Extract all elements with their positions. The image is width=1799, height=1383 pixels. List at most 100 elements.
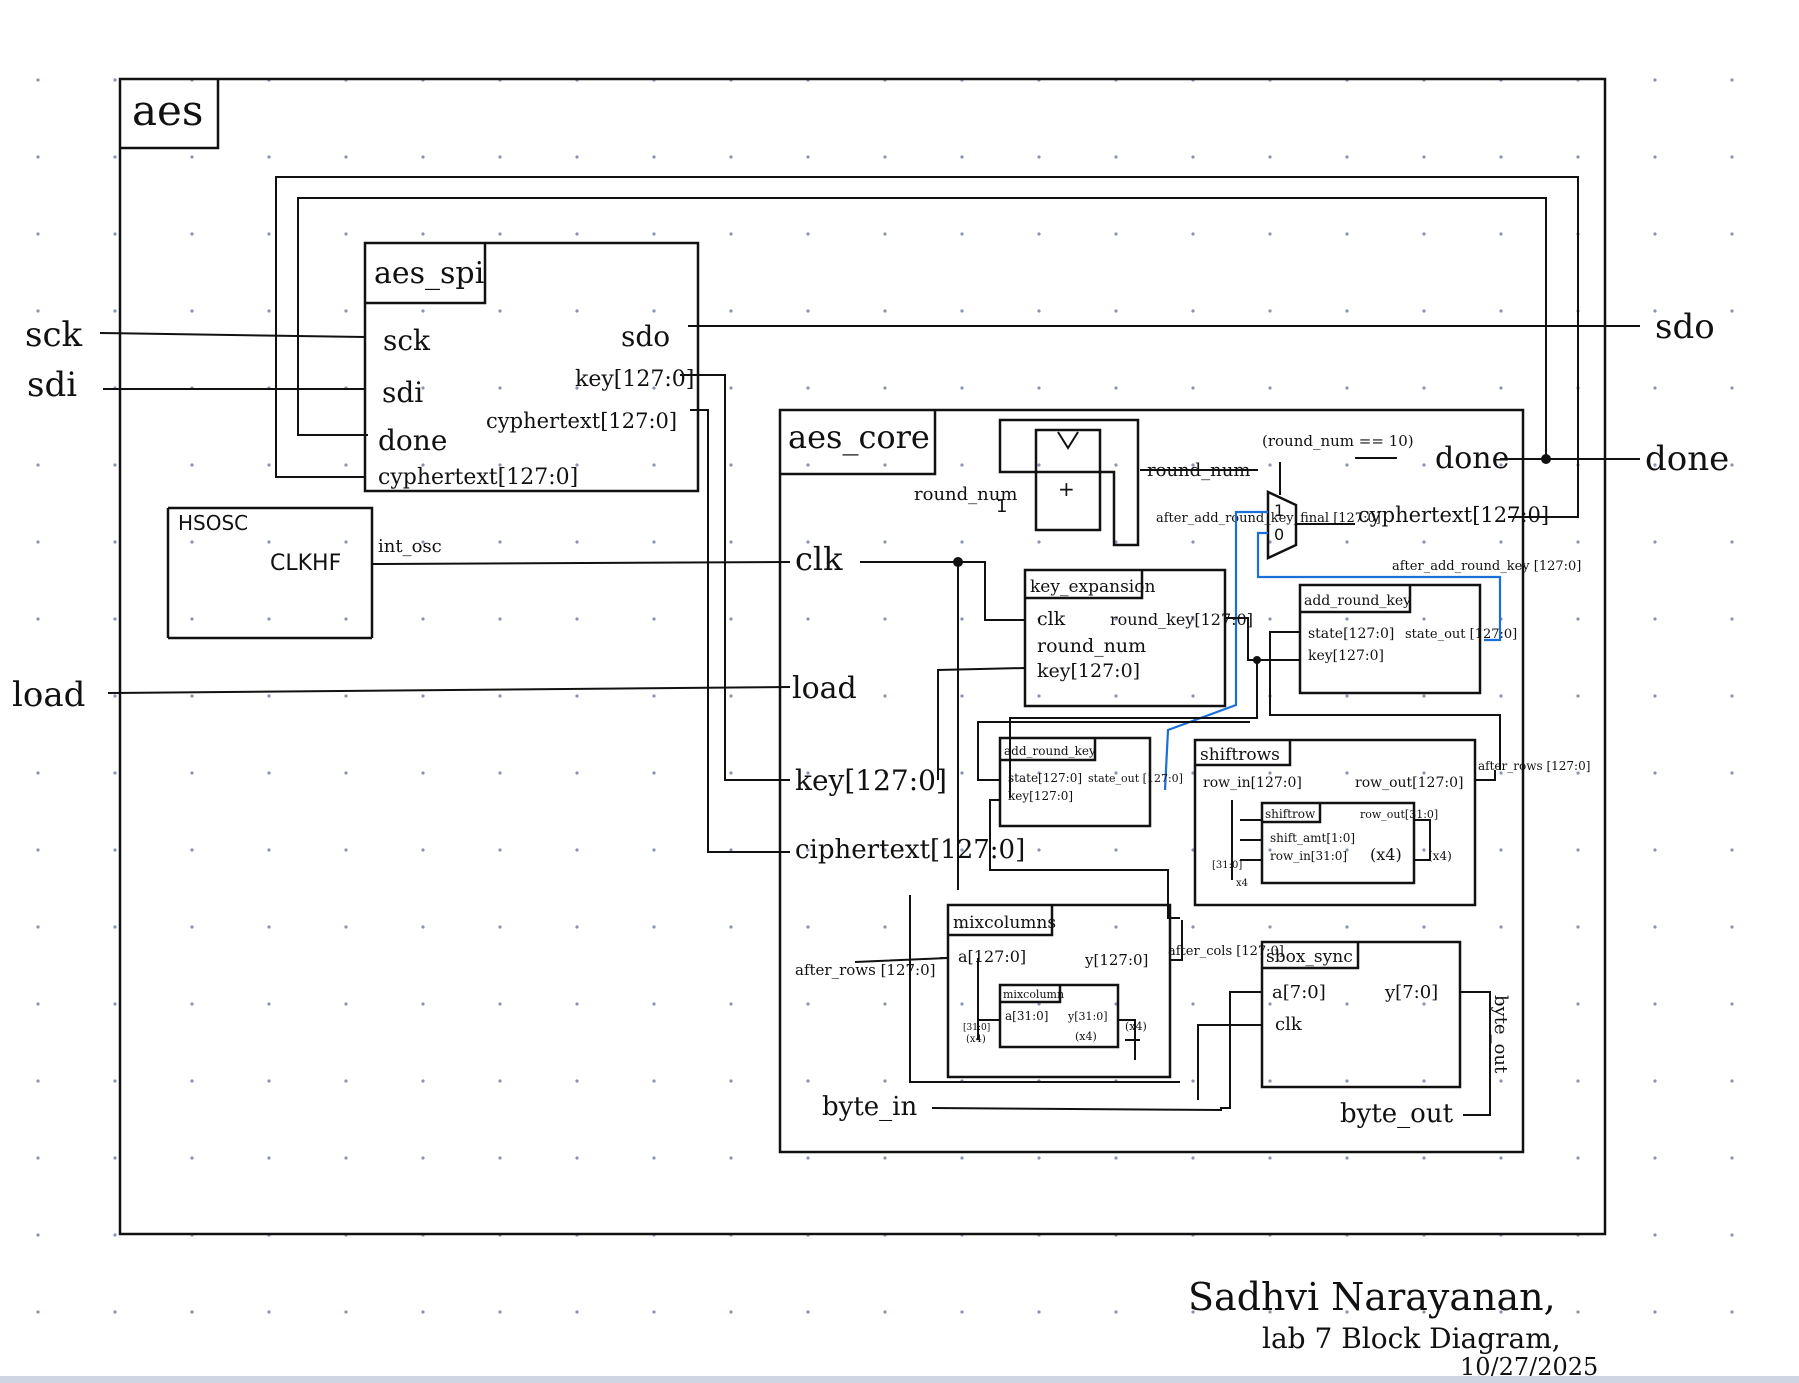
grid-dot [1653, 78, 1657, 82]
grid-dot [344, 540, 348, 544]
grid-dot [1037, 848, 1041, 852]
ark-a-key: key[127:0] [1308, 648, 1384, 664]
int-osc-label: int_osc [378, 536, 442, 557]
grid-dot [1037, 1310, 1041, 1314]
grid-dot [267, 463, 271, 467]
shiftrow-box [1260, 801, 1416, 885]
grid-dot [1653, 1079, 1657, 1083]
wire-round-key-b [1009, 660, 1258, 798]
grid-dot [498, 540, 502, 544]
grid-dot [36, 1079, 40, 1083]
spi-port-cyphertext-in: cyphertext[127:0] [378, 465, 578, 490]
grid-dot [652, 540, 656, 544]
after-cols-label: after_cols [127:0] [1168, 944, 1284, 959]
grid-dot [1037, 1156, 1041, 1160]
grid-dot [806, 1079, 810, 1083]
grid-dot [575, 848, 579, 852]
wire-clk-keyexp [860, 561, 1025, 621]
grid-dot [36, 540, 40, 544]
grid-dot [806, 232, 810, 236]
grid-dot [806, 386, 810, 390]
grid-dot [190, 309, 194, 313]
grid-dot [1037, 925, 1041, 929]
sbox-y: y[7:0] [1384, 982, 1438, 1003]
grid-dot [652, 617, 656, 621]
sbox-sync-tab [1262, 942, 1360, 970]
grid-dot [960, 771, 964, 775]
port-sdi: sdi [27, 365, 77, 405]
grid-dot [1345, 386, 1349, 390]
grid-dot [1345, 540, 1349, 544]
one-label: 1 [996, 496, 1007, 517]
grid-dot [190, 1002, 194, 1006]
grid-dot [1499, 1310, 1503, 1314]
grid-dot [575, 540, 579, 544]
grid-dot [1730, 1079, 1734, 1083]
grid-dot [1037, 309, 1041, 313]
grid-dot [421, 540, 425, 544]
grid-dot [1268, 309, 1272, 313]
grid-dot [883, 1079, 887, 1083]
sbox-sync-box [1260, 940, 1462, 1089]
grid-dot [806, 771, 810, 775]
grid-dot [113, 78, 117, 82]
grid-dot [1499, 771, 1503, 775]
grid-dot [1730, 1233, 1734, 1237]
grid-dot [1730, 617, 1734, 621]
key-expansion-tab [1025, 570, 1144, 600]
grid-dot [1653, 232, 1657, 236]
grid-dot [960, 232, 964, 236]
mixcolumn-bus: [31:0] [963, 1023, 990, 1033]
mixcolumn-wires [854, 895, 1183, 1083]
grid-dot [498, 848, 502, 852]
grid-dot [1037, 232, 1041, 236]
grid-dot [1422, 1079, 1426, 1083]
grid-dot [1191, 925, 1195, 929]
after-add-rk-final-label: after_add_round_key_final [127:0] [1156, 511, 1381, 526]
grid-dot [498, 1079, 502, 1083]
grid-dot [113, 1079, 117, 1083]
grid-dot [267, 155, 271, 159]
mixcolumn-x4b: (x4) [1075, 1030, 1097, 1043]
wire-ciphertext [690, 409, 790, 853]
grid-dot [36, 771, 40, 775]
mixcolumns-y: y[127:0] [1084, 951, 1148, 969]
grid-dot [729, 1002, 733, 1006]
aes-title-tab [120, 79, 220, 150]
grid-dot [652, 232, 656, 236]
grid-dot [960, 155, 964, 159]
grid-dot [1037, 617, 1041, 621]
key-expansion-title: key_expansion [1030, 577, 1155, 597]
grid-dot [498, 1310, 502, 1314]
grid-dot [1191, 1156, 1195, 1160]
grid-dot [1268, 771, 1272, 775]
wire-sck [99, 332, 366, 338]
grid-dot [498, 925, 502, 929]
grid-dot [421, 309, 425, 313]
grid-dot [729, 540, 733, 544]
grid-dot [883, 1002, 887, 1006]
grid-dot [729, 694, 733, 698]
grid-dot [190, 155, 194, 159]
grid-dot [729, 309, 733, 313]
grid-dot [1114, 617, 1118, 621]
grid-dot [652, 1156, 656, 1160]
kexp-round-num: round_num [1037, 635, 1146, 657]
grid-dot [421, 694, 425, 698]
mixcolumn-x4a: (x4) [966, 1034, 986, 1045]
grid-dot [883, 1310, 887, 1314]
grid-dot [1191, 1310, 1195, 1314]
grid-dot [190, 925, 194, 929]
grid-dot [267, 617, 271, 621]
grid-dot [36, 309, 40, 313]
key-expansion-box [1023, 568, 1227, 708]
grid-dot [575, 463, 579, 467]
grid-dot [1653, 540, 1657, 544]
grid-dot [1576, 1079, 1580, 1083]
grid-dot [344, 1002, 348, 1006]
grid-dot [1268, 617, 1272, 621]
mixcolumns-box [946, 903, 1172, 1079]
grid-dot [960, 848, 964, 852]
adder-box [1034, 428, 1102, 532]
